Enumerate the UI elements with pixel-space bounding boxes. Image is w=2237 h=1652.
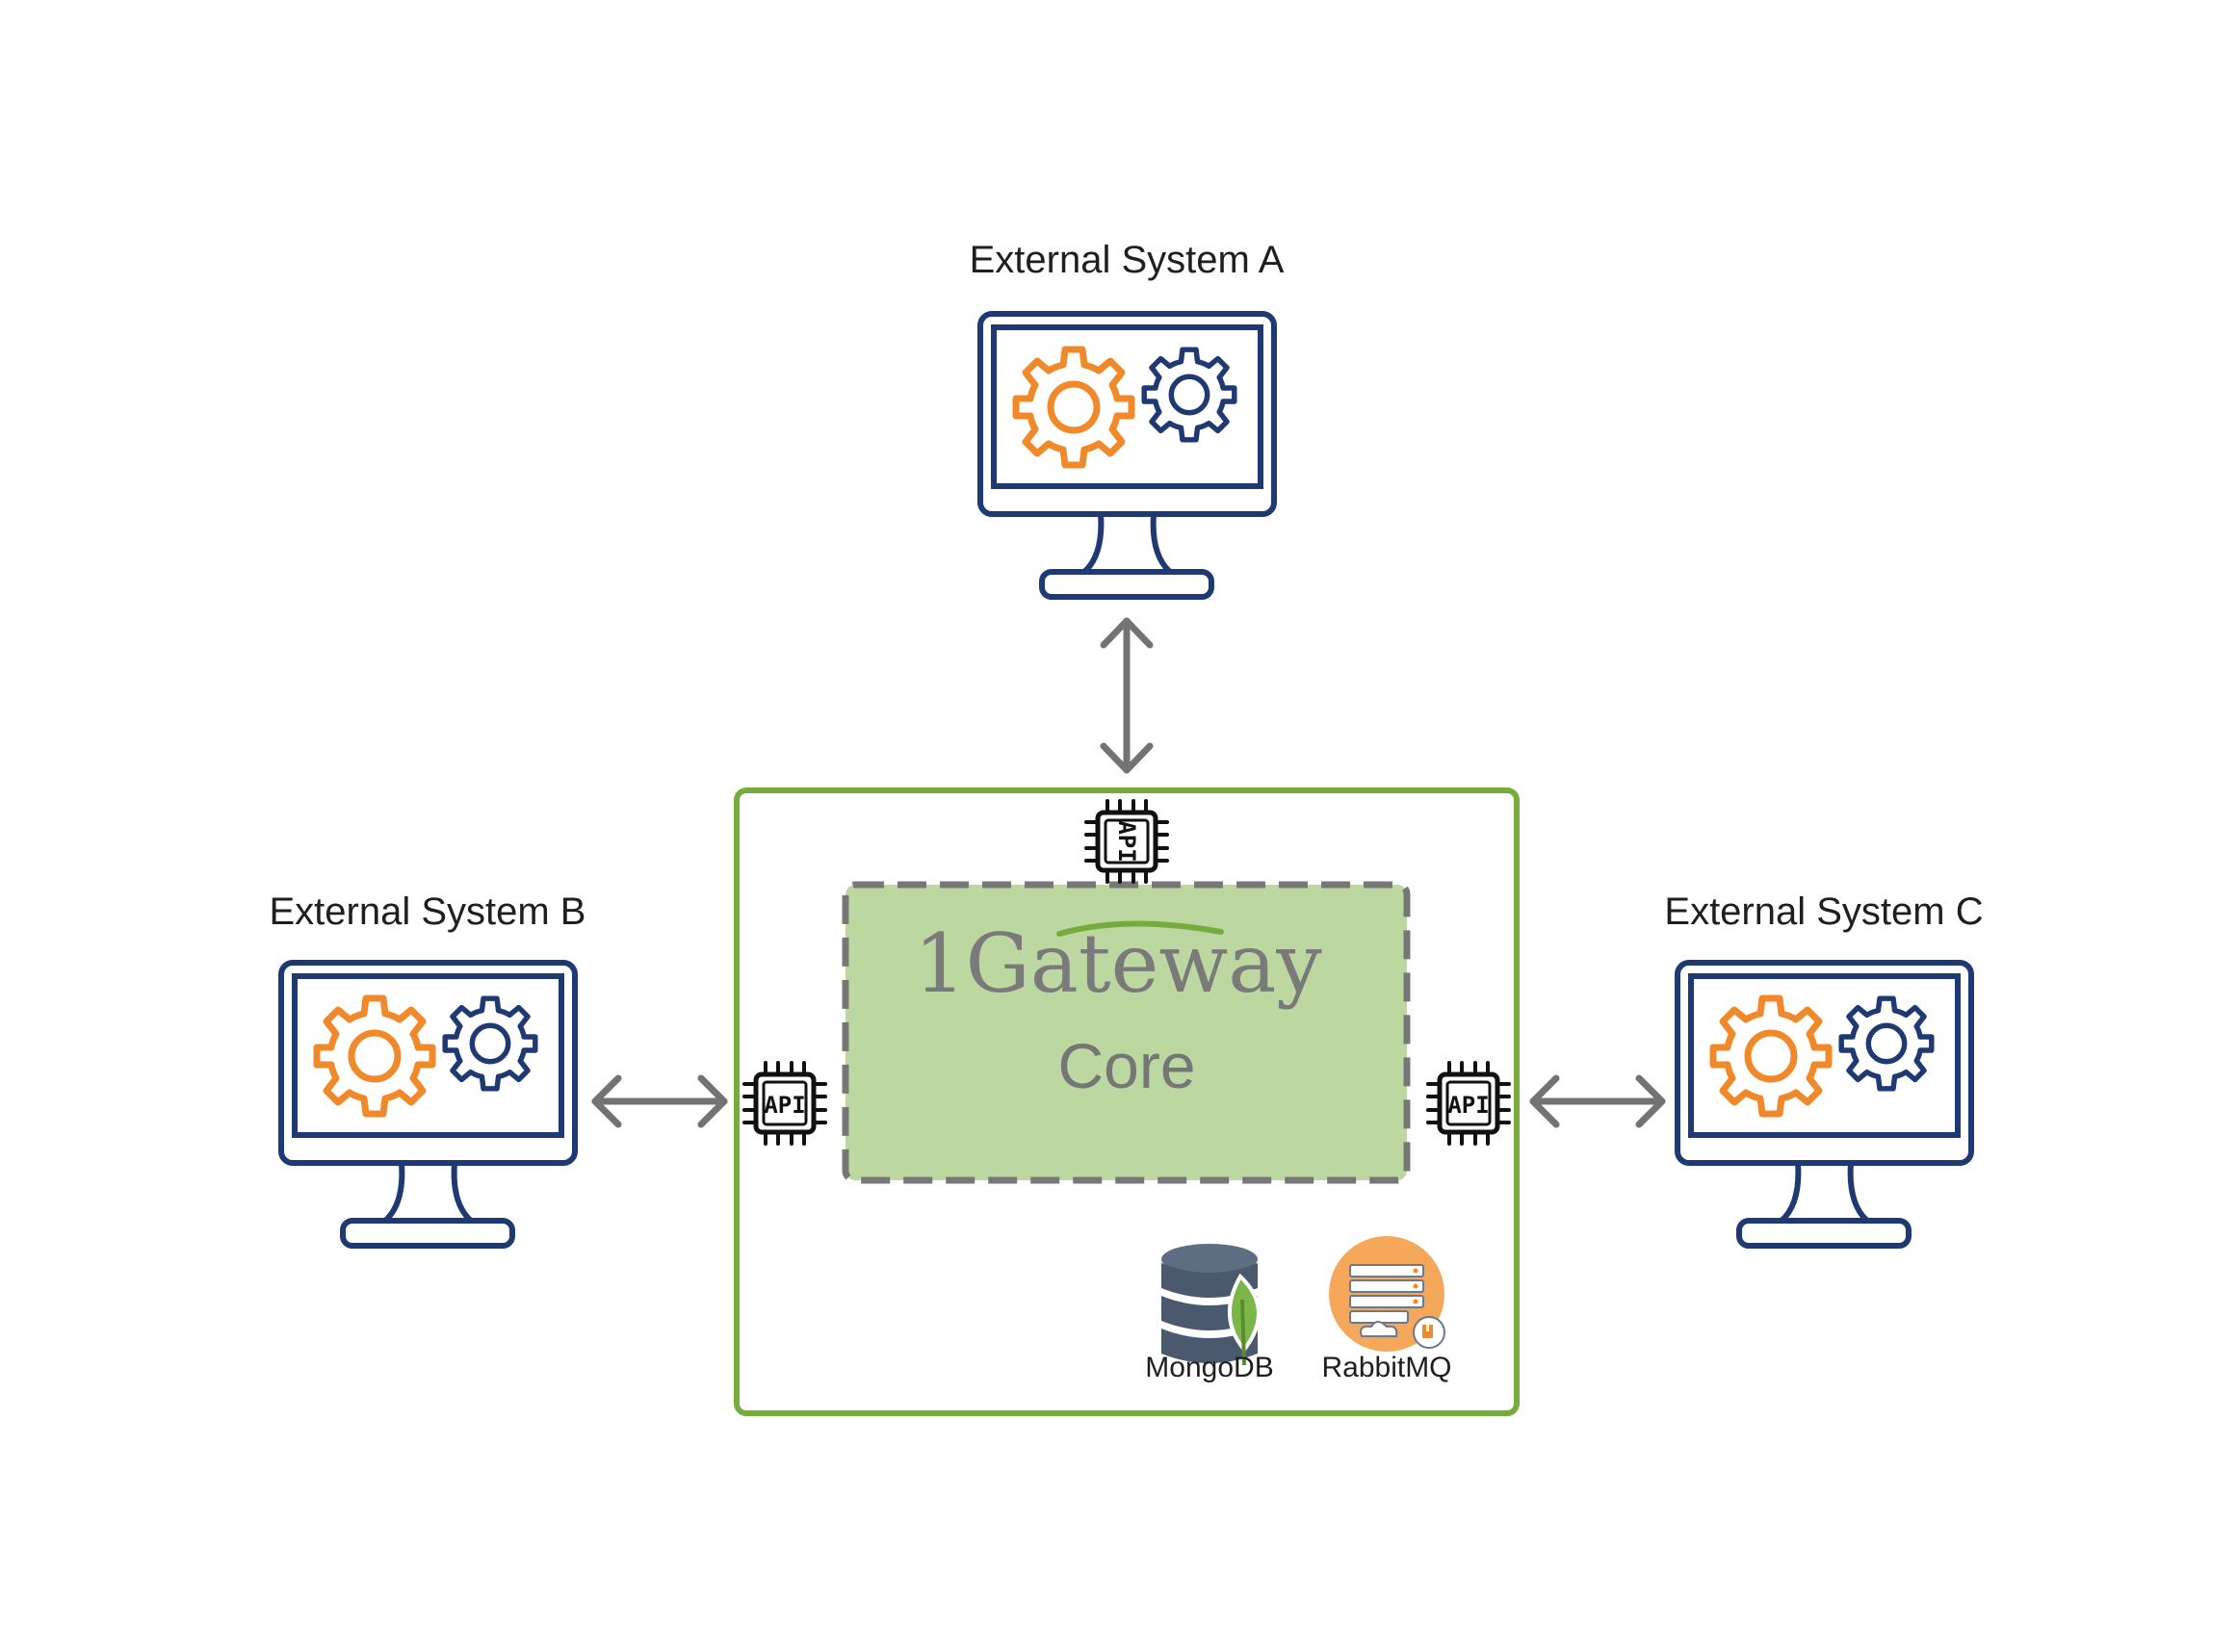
- svg-text:API: API: [764, 1092, 805, 1119]
- svg-text:API: API: [1447, 1092, 1489, 1119]
- gateway-core-box: [842, 881, 1411, 1184]
- arrow-a-gateway: [1100, 617, 1154, 774]
- system-a-label: External System A: [969, 239, 1285, 281]
- gateway-logo: 1Gateway: [914, 916, 1322, 1011]
- system-b-label: External System B: [269, 891, 586, 933]
- api-chip-icon: API: [744, 1063, 825, 1144]
- gateway-core-label: Core: [1057, 1030, 1195, 1101]
- gateway-container: [734, 787, 1520, 1416]
- api-chip-icon: API: [1086, 801, 1167, 882]
- system-c-label: External System C: [1664, 891, 1984, 933]
- arrow-c-gateway: [1529, 1074, 1666, 1128]
- arrow-b-gateway: [591, 1074, 728, 1128]
- mongodb-label: MongoDB: [1145, 1352, 1274, 1383]
- monitor-gears-icon: [281, 963, 575, 1246]
- rabbitmq-server-icon: [1329, 1236, 1445, 1352]
- logo-arc: [1056, 920, 1224, 937]
- svg-text:API: API: [1113, 820, 1140, 862]
- monitor-gears-icon: [1678, 963, 1971, 1246]
- rabbitmq-label: RabbitMQ: [1321, 1352, 1452, 1383]
- mongodb-database-icon: [1161, 1244, 1261, 1366]
- api-chip-icon: API: [1428, 1063, 1509, 1144]
- monitor-gears-icon: [980, 314, 1274, 597]
